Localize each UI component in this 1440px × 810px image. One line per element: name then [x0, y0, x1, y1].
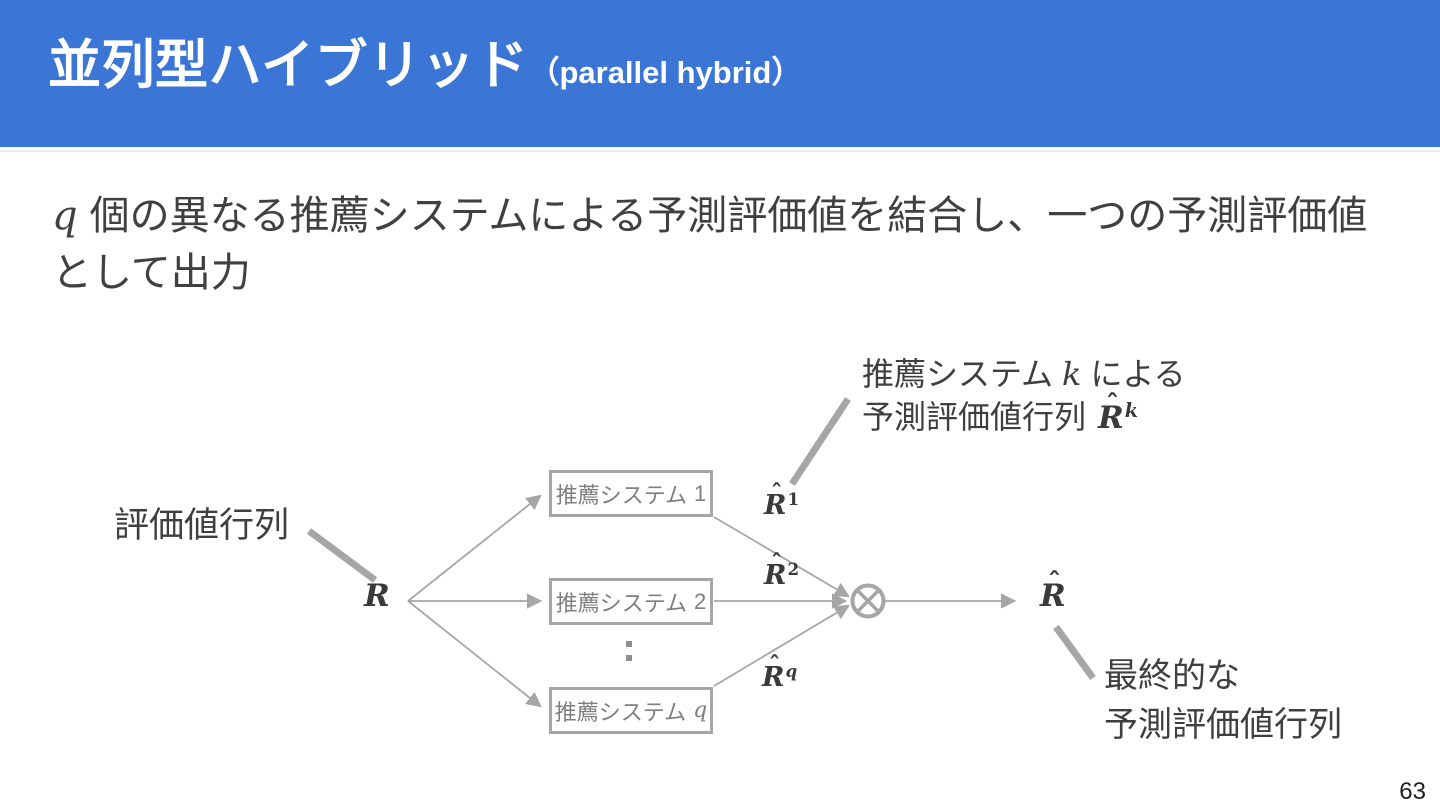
callout-line-output — [1053, 624, 1096, 681]
callout-line-input — [306, 528, 378, 583]
math-q: q — [52, 193, 78, 239]
page-title-en: （parallel hybrid） — [528, 55, 803, 90]
rating-matrix-label: 評価値行列 — [114, 506, 290, 545]
arrow-box1-to-combine — [713, 516, 850, 598]
lead-line-2: として出力 — [52, 251, 251, 295]
page-number: 63 — [1399, 778, 1426, 805]
page-title: 並列型ハイブリッド（parallel hybrid） — [48, 34, 802, 105]
vertical-ellipsis-icon — [626, 641, 632, 669]
matrix-r: R — [364, 578, 390, 614]
callout-output-label: 最終的な 予測評価値行列 — [1104, 657, 1342, 744]
arrow-r-to-box1 — [407, 494, 542, 602]
arrow-r-to-boxq — [407, 600, 542, 708]
callout-line-top — [789, 397, 851, 486]
header-divider — [0, 150, 1440, 152]
combine-node-x-icon — [856, 589, 880, 613]
slide-header: 並列型ハイブリッド（parallel hybrid） — [0, 0, 1440, 147]
page-title-jp: 並列型ハイブリッド — [48, 36, 529, 95]
arrow-boxq-to-combine — [713, 604, 850, 687]
